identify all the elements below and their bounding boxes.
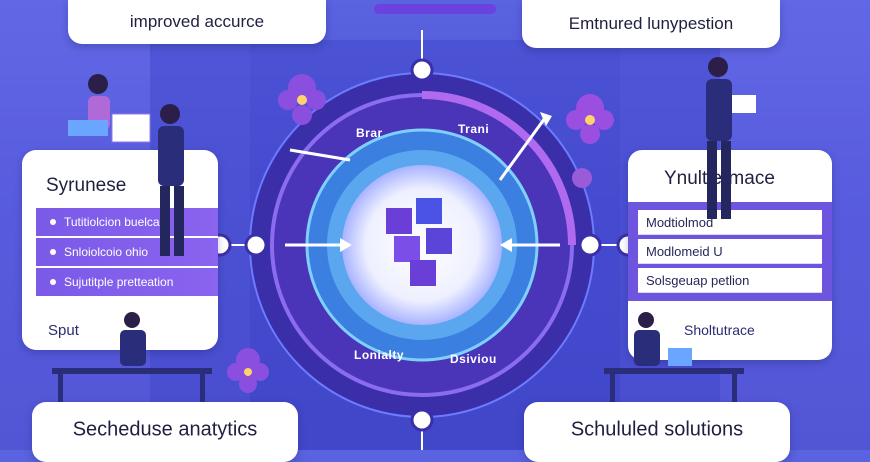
left-card-footer: Sput: [48, 322, 79, 339]
top-right-card-title: Emtnured lunypestion: [568, 14, 734, 33]
arrow-left-head: [340, 238, 352, 252]
left-card-row[interactable]: Tutitiolcion buelcai: [36, 208, 218, 236]
orb-icon: [572, 168, 592, 188]
bullet-icon: [50, 279, 56, 285]
right-card-row[interactable]: Solsgeuap petlion: [638, 268, 822, 293]
right-card-row[interactable]: Modlomeid U: [638, 239, 822, 264]
node-left-inner: [244, 233, 268, 257]
node-right-inner: [578, 233, 602, 257]
desk-illustration-left: [52, 312, 212, 402]
ring-label-bottom-right: Dsiviou: [450, 352, 497, 366]
core-circle: [342, 165, 502, 325]
central-hub-diagram: [190, 30, 680, 450]
left-card-row[interactable]: Sujutitple pretteation: [36, 268, 218, 296]
bottom-right-card-title: Schululed solutions: [570, 418, 744, 441]
cube-cluster-icon: [386, 198, 452, 286]
bullet-icon: [50, 219, 56, 225]
top-progress-bar: [374, 4, 496, 14]
top-left-card[interactable]: improved accurce: [68, 0, 326, 44]
right-card-title: Ynultie-mace: [664, 168, 775, 189]
bottom-left-card[interactable]: Secheduse anatytics: [32, 402, 298, 462]
arrow-top-right: [498, 117, 547, 181]
ring-label-top-right: Trani: [458, 122, 490, 136]
bottom-right-card[interactable]: Schululed solutions: [524, 402, 790, 462]
person-illustration-right: [706, 57, 756, 219]
ring-label-top-left: Brar: [356, 126, 383, 140]
arrow-top-right-head: [540, 112, 552, 126]
arrow-top-left: [289, 148, 351, 162]
desk-illustration-right: [604, 312, 744, 402]
left-card-row[interactable]: Snloiolcoio ohio: [36, 238, 218, 266]
node-top: [410, 58, 434, 82]
left-info-card[interactable]: Syrunese Tutitiolcion buelcai Snloiolcoi…: [22, 150, 218, 350]
bottom-left-card-title: Secheduse anatytics: [72, 418, 258, 441]
flower-icon: [566, 94, 614, 144]
person-illustration-left: [68, 74, 184, 256]
flower-icon: [227, 348, 269, 393]
flower-icon: [278, 74, 326, 125]
arrow-right-head: [500, 238, 512, 252]
ring-label-bottom-left: Lonialty: [354, 348, 405, 362]
right-card-footer: Sholtutrace: [684, 322, 755, 338]
left-card-title: Syrunese: [46, 175, 127, 196]
right-card-rows: Modtiolmod Modlomeid U Solsgeuap petlion: [628, 202, 832, 301]
node-bottom: [410, 408, 434, 432]
top-left-card-title: improved accurce: [129, 12, 265, 31]
bullet-icon: [50, 249, 56, 255]
left-card-rows: Tutitiolcion buelcai Snloiolcoio ohio Su…: [36, 208, 218, 298]
top-right-card[interactable]: Emtnured lunypestion: [522, 0, 780, 48]
